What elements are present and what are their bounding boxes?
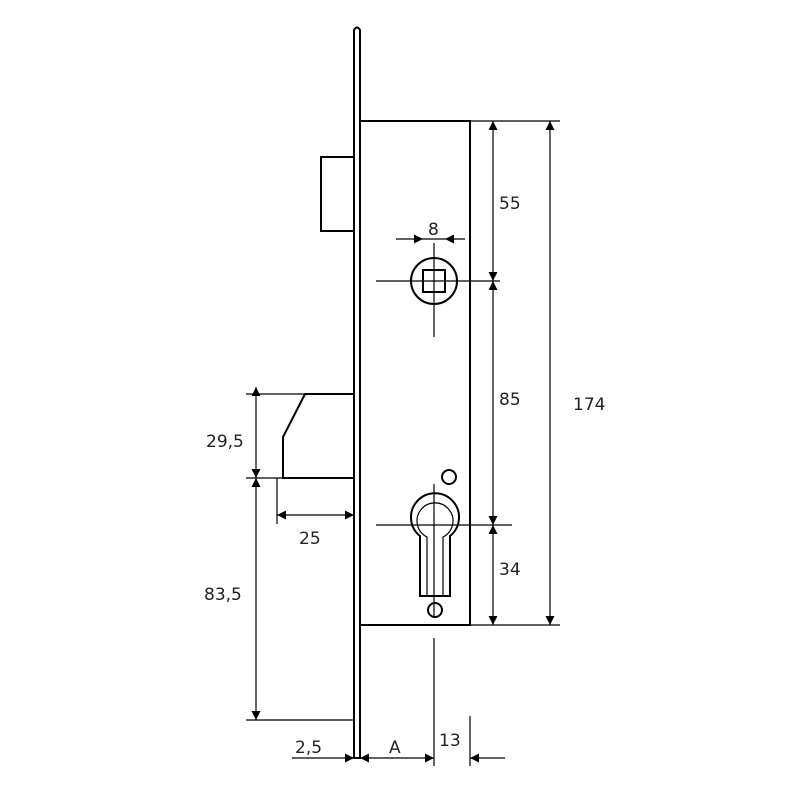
cylinder-profile bbox=[376, 484, 512, 618]
dim-left-chain bbox=[246, 387, 354, 721]
dim-25 bbox=[276, 478, 354, 524]
faceplate bbox=[353, 26, 361, 759]
dim-85-label: 85 bbox=[499, 390, 521, 410]
dim-13-label: 13 bbox=[439, 731, 461, 751]
dim-55-label: 55 bbox=[499, 194, 521, 214]
dim-25-label: 25 bbox=[299, 529, 321, 549]
lock-case bbox=[359, 120, 471, 626]
right-extension-lines bbox=[470, 120, 560, 626]
latch-bolt bbox=[282, 393, 354, 479]
spindle-follower bbox=[376, 243, 500, 337]
deadbolt bbox=[320, 156, 355, 232]
dim-174-label: 174 bbox=[573, 395, 605, 415]
dim-8-label: 8 bbox=[428, 220, 439, 240]
dim-29-5-label: 29,5 bbox=[206, 432, 244, 452]
dim-a-label: A bbox=[389, 738, 401, 758]
dim-34-label: 34 bbox=[499, 560, 521, 580]
dim-2-5-label: 2,5 bbox=[295, 738, 322, 758]
dim-83-5-label: 83,5 bbox=[204, 585, 242, 605]
dim-bottom bbox=[292, 638, 505, 766]
screw-hole bbox=[441, 469, 457, 485]
